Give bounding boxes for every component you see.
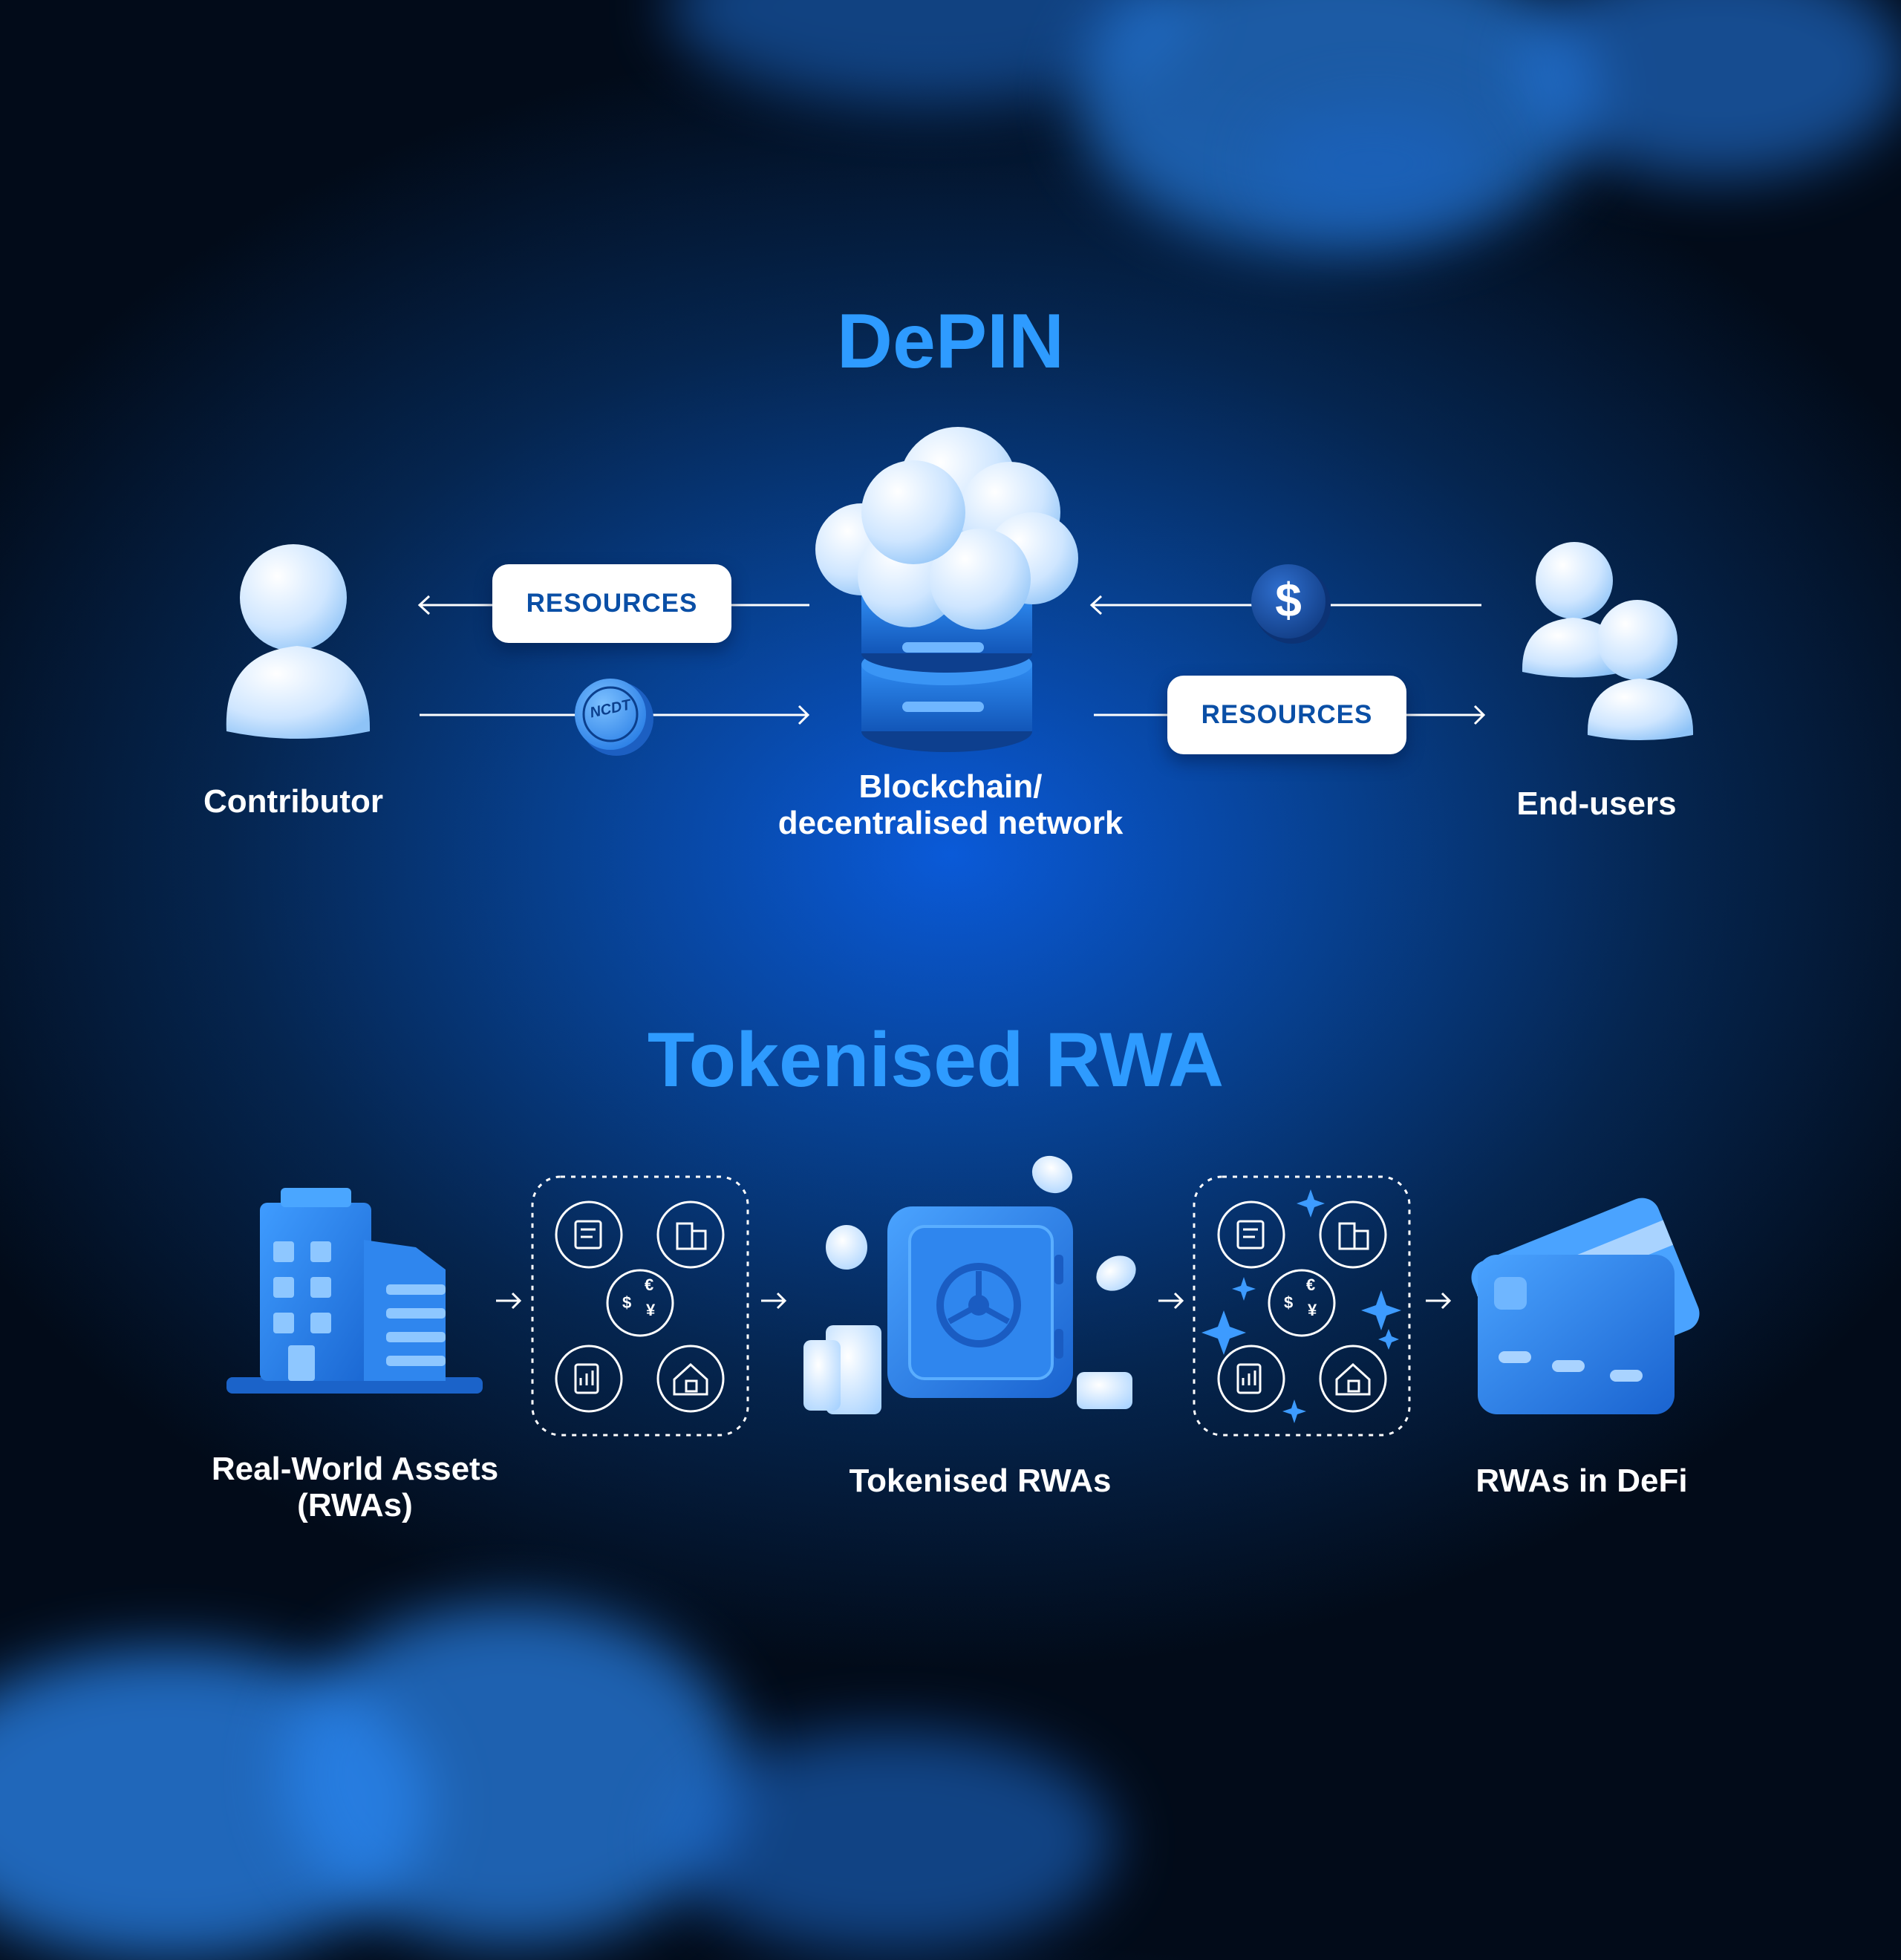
flow-arrows-rwa bbox=[496, 1292, 1452, 1310]
sparkle-icon bbox=[1201, 1189, 1401, 1423]
currency-dollar-right: $ bbox=[1284, 1293, 1294, 1312]
blockchain-network-icon bbox=[815, 427, 1078, 752]
currency-yen-left: ¥ bbox=[646, 1301, 656, 1319]
building-icon bbox=[226, 1188, 483, 1394]
contributor-icon bbox=[226, 544, 371, 739]
currency-yen-right: ¥ bbox=[1308, 1301, 1317, 1319]
currency-dollar-left: $ bbox=[622, 1293, 632, 1312]
dollar-coin-icon bbox=[1251, 564, 1331, 644]
resources-right-pill: RESOURCES bbox=[1167, 676, 1406, 754]
depin-title: DePIN bbox=[836, 298, 1065, 385]
rwa-diagram bbox=[226, 1155, 1700, 1437]
depin-diagram bbox=[226, 427, 1694, 756]
asset-grid-box-left bbox=[531, 1175, 749, 1437]
tokenised-rwas-label: Tokenised RWAs bbox=[849, 1463, 1112, 1499]
real-world-assets-label-line2: (RWAs) bbox=[297, 1487, 413, 1523]
real-world-assets-label-line1: Real-World Assets bbox=[211, 1451, 499, 1487]
currency-euro-left: € bbox=[645, 1275, 654, 1294]
resources-left-pill: RESOURCES bbox=[492, 564, 731, 643]
asset-grid-box-right bbox=[1193, 1175, 1411, 1437]
contributor-label: Contributor bbox=[203, 783, 383, 820]
rwas-in-defi-label: RWAs in DeFi bbox=[1476, 1463, 1688, 1499]
ncdt-coin-icon bbox=[575, 679, 653, 756]
currency-euro-right: € bbox=[1306, 1275, 1316, 1294]
rwa-title: Tokenised RWA bbox=[647, 1017, 1225, 1103]
network-label-line1: Blockchain/ bbox=[858, 768, 1043, 805]
end-users-label: End-users bbox=[1516, 785, 1677, 822]
network-label-line2: decentralised network bbox=[777, 805, 1124, 841]
dollar-coin-text: $ bbox=[1275, 573, 1302, 627]
credit-cards-icon bbox=[1471, 1198, 1700, 1414]
end-users-icon bbox=[1522, 542, 1694, 740]
vault-safe-icon bbox=[803, 1155, 1136, 1414]
